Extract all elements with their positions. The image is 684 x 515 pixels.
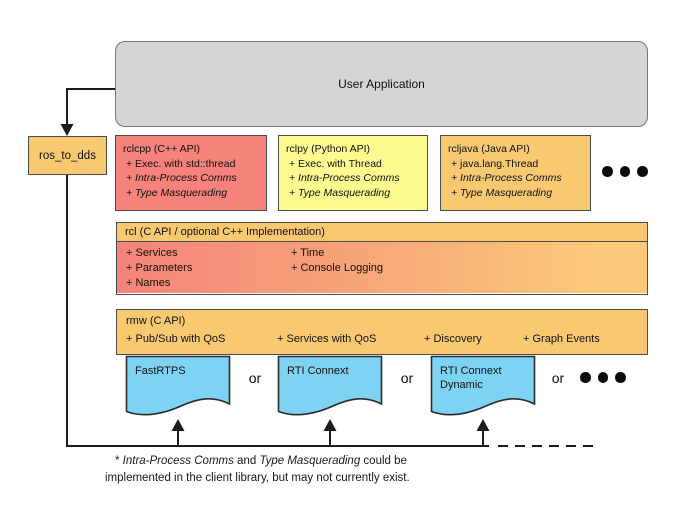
rcljava-box: rcljava (Java API) + java.lang.Thread + …: [440, 135, 591, 211]
footnote-text: Type Masquerading: [259, 455, 361, 467]
arrowhead-down-icon: [60, 124, 74, 136]
dot-icon: [615, 372, 626, 383]
rti-connext-label: RTI Connext: [287, 365, 349, 377]
footnote-line1: * Intra-Process Comms and Type Masquerad…: [105, 453, 410, 470]
rcljava-item: + Intra-Process Comms: [451, 172, 562, 184]
rmw-feature: + Graph Events: [523, 333, 600, 345]
rclpy-item: + Intra-Process Comms: [289, 172, 400, 184]
user-application-label: User Application: [338, 77, 425, 91]
footnote: * Intra-Process Comms and Type Masquerad…: [105, 453, 410, 486]
fastrtps-label: FastRTPS: [135, 365, 186, 377]
rcljava-item: + java.lang.Thread: [451, 157, 539, 170]
fastrtps-box: FastRTPS: [125, 355, 231, 423]
rcljava-title: rcljava (Java API): [448, 143, 530, 155]
rcl-body: + Services + Parameters + Names + Time +…: [117, 242, 647, 293]
more-libraries-ellipsis-icon: [602, 166, 648, 177]
footnote-text: and: [233, 455, 260, 467]
dot-icon: [637, 166, 648, 177]
rclpy-title: rclpy (Python API): [286, 143, 371, 155]
document-shape-icon: [125, 355, 231, 416]
or-separator: or: [400, 370, 414, 386]
or-separator: or: [551, 370, 565, 386]
rclpy-box: rclpy (Python API) + Exec. with Thread +…: [278, 135, 428, 211]
rmw-feature: + Pub/Sub with QoS: [126, 333, 226, 345]
rclcpp-title: rclcpp (C++ API): [123, 143, 201, 155]
footnote-text: *: [115, 455, 123, 467]
footnote-text: could be: [360, 455, 407, 467]
ros-to-dds-box: ros_to_dds: [28, 136, 107, 175]
user-application-box: User Application: [115, 41, 648, 127]
rcl-feature: + Names: [126, 277, 171, 289]
rcl-title: rcl (C API / optional C++ Implementation…: [117, 223, 647, 242]
rcl-feature: + Console Logging: [291, 262, 384, 274]
rcljava-item: + Type Masquerading: [451, 186, 553, 199]
rclcpp-item: + Type Masquerading: [126, 186, 228, 199]
rclcpp-box: rclcpp (C++ API) + Exec. with std::threa…: [115, 135, 267, 211]
rcl-feature: + Services: [126, 247, 178, 259]
dot-icon: [619, 166, 630, 177]
rti-connext-box: RTI Connext: [277, 355, 383, 423]
or-separator: or: [248, 370, 262, 386]
rcl-feature: + Parameters: [126, 262, 193, 274]
app-to-rostodds-line: [66, 88, 115, 125]
rclpy-item: + Exec. with Thread: [289, 157, 382, 170]
rmw-feature: + Discovery: [424, 333, 482, 345]
rmw-feature: + Services with QoS: [277, 333, 377, 345]
rclcpp-item: + Intra-Process Comms: [126, 172, 237, 184]
dot-icon: [580, 372, 591, 383]
more-dds-ellipsis-icon: [580, 372, 626, 383]
document-shape-icon: [277, 355, 383, 416]
rclpy-item: + Type Masquerading: [289, 186, 391, 199]
footnote-line2: implemented in the client library, but m…: [105, 471, 410, 484]
dot-icon: [597, 372, 608, 383]
document-shape-icon: [430, 355, 536, 416]
rcl-box: rcl (C API / optional C++ Implementation…: [116, 222, 648, 295]
rmw-title: rmw (C API): [126, 315, 186, 327]
rcl-feature: + Time: [291, 247, 325, 259]
rclcpp-item: + Exec. with std::thread: [126, 157, 236, 170]
rmw-box: rmw (C API) + Pub/Sub with QoS + Service…: [116, 309, 648, 355]
rti-connext-dynamic-label: RTI Connext Dynamic: [440, 365, 502, 391]
dot-icon: [602, 166, 613, 177]
rti-connext-dynamic-box: RTI Connext Dynamic: [430, 355, 536, 423]
footnote-text: Intra-Process Comms: [122, 455, 234, 467]
ros-to-dds-label: ros_to_dds: [39, 149, 96, 162]
